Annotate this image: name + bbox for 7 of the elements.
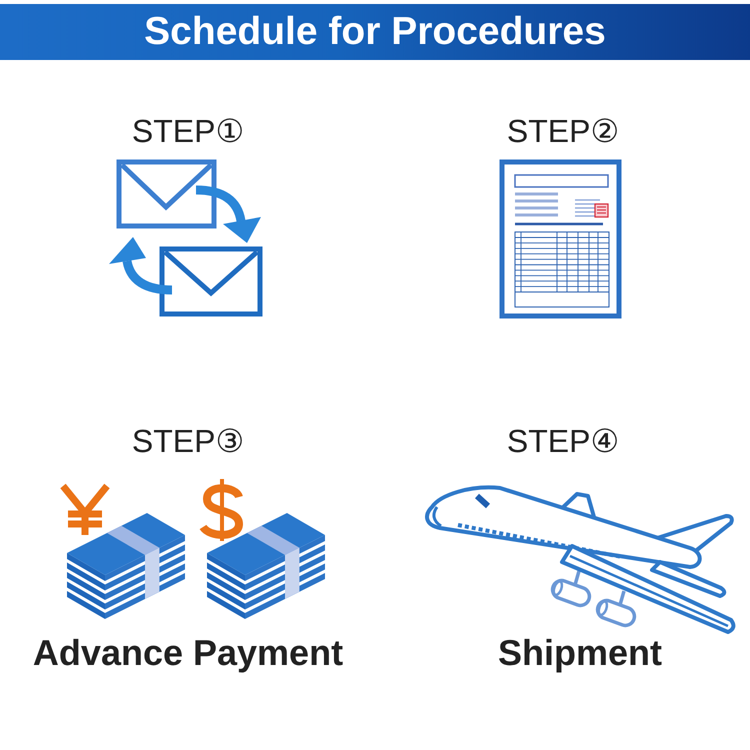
- page-title: Schedule for Procedures: [144, 10, 606, 54]
- step-heading: STEP①: [132, 114, 244, 150]
- step-heading: STEP③: [132, 424, 244, 460]
- step-heading: STEP②: [506, 114, 620, 150]
- step-caption: Shipment: [498, 633, 662, 673]
- step-caption: Advance Payment: [32, 633, 344, 673]
- step-heading: STEP④: [506, 424, 620, 460]
